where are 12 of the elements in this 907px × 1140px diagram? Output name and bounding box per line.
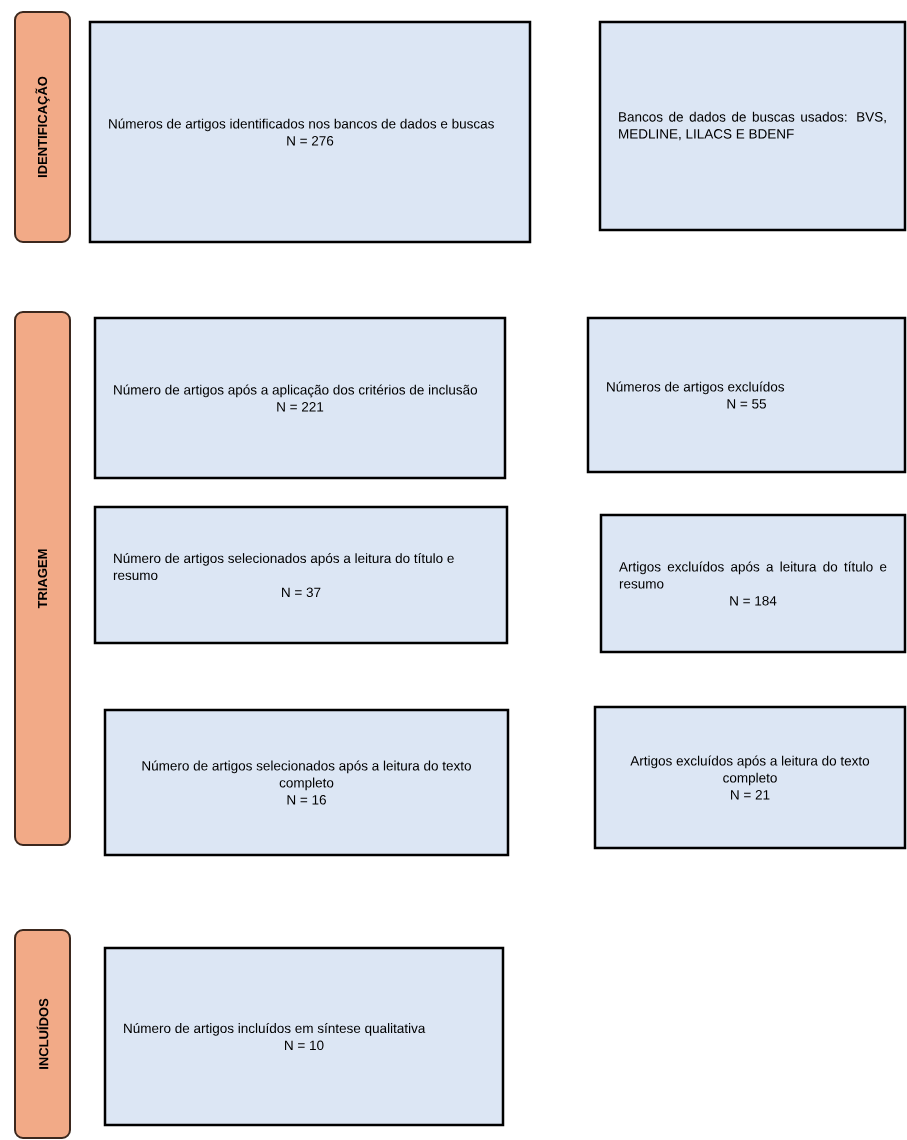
process-box: Bancos de dados de buscas usados: BVS, MEDLINE, LILACS E BDENF [598, 20, 907, 232]
process-box: Números de artigos identificados nos bancos de dados e buscas N = 276 [88, 20, 532, 244]
stage-band: IDENTIFICAÇÃO [14, 11, 71, 243]
process-box: Número de artigos selecionados após a leitura do título e resumo N = 37 [93, 505, 509, 645]
stage-band: TRIAGEM [14, 311, 71, 846]
process-box: Número de artigos selecionados após a leitura do texto completo N = 16 [103, 708, 510, 857]
process-box: Números de artigos excluídos N = 55 [586, 316, 907, 474]
process-box: Número de artigos incluídos em síntese qualitativa N = 10 [103, 946, 505, 1127]
process-box: Artigos excluídos após a leitura do título e resumo N = 184 [599, 513, 907, 654]
stage-band: INCLUÍDOS [14, 929, 71, 1139]
process-box: Artigos excluídos após a leitura do texto completo N = 21 [593, 705, 907, 850]
process-box: Número de artigos após a aplicação dos critérios de inclusão N = 221 [93, 316, 507, 480]
